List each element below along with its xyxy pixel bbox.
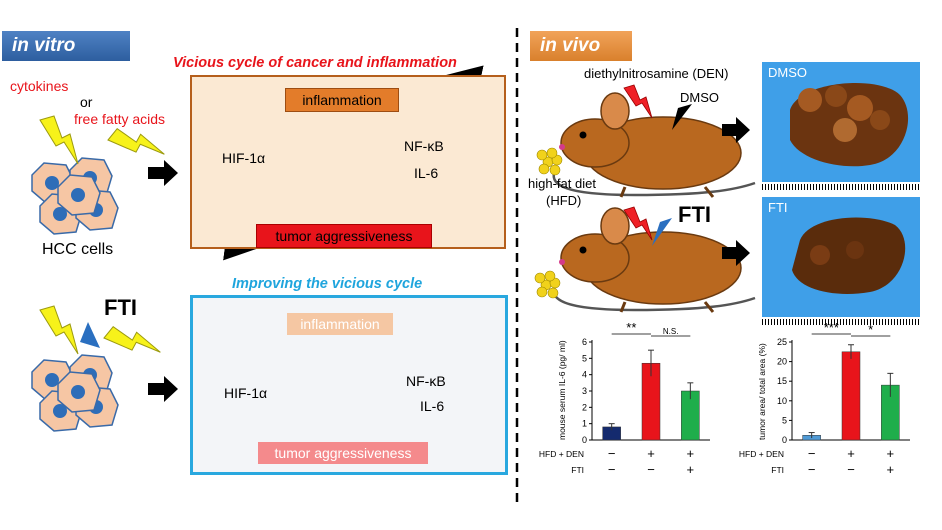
high-fat-diet-icon xyxy=(536,147,563,176)
y-tick-label: 2 xyxy=(582,402,587,412)
photo-dmso-label: DMSO xyxy=(768,65,807,80)
right-arrow-icon xyxy=(148,376,178,402)
condition-mark: + xyxy=(687,462,695,477)
il6-label: IL-6 xyxy=(420,398,445,414)
scale-ruler xyxy=(762,319,920,325)
lightning-bolt-icon xyxy=(39,115,79,165)
nfkb-label: NF-κB xyxy=(406,373,446,389)
condition-mark: − xyxy=(608,462,616,477)
lightning-bolt-icon xyxy=(39,305,79,355)
condition-row-label: FTI xyxy=(771,465,784,475)
tumor-aggressiveness-label: tumor aggressiveness xyxy=(256,224,432,248)
photo-fti-label: FTI xyxy=(768,200,788,215)
significance-label: *** xyxy=(824,320,839,335)
significance-label: N.S. xyxy=(663,327,679,336)
y-tick-label: 3 xyxy=(582,386,587,396)
dmso-label: DMSO xyxy=(680,90,719,105)
significance-label: * xyxy=(868,322,873,337)
liver-photo-dmso xyxy=(762,62,920,182)
condition-mark: − xyxy=(647,462,655,477)
condition-row-label: HFD + DEN xyxy=(539,449,584,459)
inflammation-label-faded: inflammation xyxy=(287,313,393,335)
hcc-cells-top xyxy=(31,157,119,235)
right-arrow-icon xyxy=(148,160,178,186)
hfd-label: high-fat diet xyxy=(528,176,596,191)
y-tick-label: 5 xyxy=(582,353,587,363)
y-axis-label: tumor area/ total area (%) xyxy=(757,343,767,440)
vicious-cycle-title: Vicious cycle of cancer and inflammation xyxy=(173,55,457,71)
tumor-area-bar-chart: tumor area/ total area (%)0510152025****… xyxy=(739,320,910,477)
improving-title: Improving the vicious cycle xyxy=(232,276,423,292)
condition-mark: + xyxy=(887,462,895,477)
y-tick-label: 20 xyxy=(777,357,787,367)
y-tick-label: 25 xyxy=(777,337,787,347)
liver-photo-fti xyxy=(762,197,920,317)
condition-row-label: FTI xyxy=(571,465,584,475)
cytokines-label: cytokines xyxy=(10,78,69,94)
hfd-abbr-label: (HFD) xyxy=(546,193,582,208)
il6-bar-chart: mouse serum IL-6 (pg/ ml) 0 1 2 3 4 5 6 ** N.S. HF… xyxy=(539,320,710,477)
den-label: diethylnitrosamine (DEN) xyxy=(584,66,729,81)
y-tick-label: 10 xyxy=(777,396,787,406)
dmso-syringe-icon xyxy=(672,104,692,130)
hcc-cells-bottom xyxy=(31,354,119,432)
fti-inhibitor-icon xyxy=(80,322,100,348)
hif-label: HIF-1α xyxy=(224,385,268,401)
y-tick-label: 15 xyxy=(777,376,787,386)
right-arrow-icon xyxy=(722,117,750,143)
y-tick-label: 1 xyxy=(582,419,587,429)
scale-ruler xyxy=(762,184,920,190)
tumor-aggressiveness-label-faded: tumor aggressiveness xyxy=(258,442,428,464)
il6-label: IL-6 xyxy=(414,165,439,181)
lightning-bolt-icon xyxy=(101,312,161,375)
y-tick-label: 0 xyxy=(782,435,787,445)
fti-label-vivo: FTI xyxy=(678,202,711,227)
in-vivo-tag: in vivo xyxy=(530,31,632,61)
condition-mark: + xyxy=(887,446,895,461)
condition-mark: − xyxy=(847,462,855,477)
fti-syringe-icon xyxy=(652,218,672,246)
fti-label-vitro: FTI xyxy=(104,295,137,320)
condition-row-label: HFD + DEN xyxy=(739,449,784,459)
nfkb-label: NF-κB xyxy=(404,138,444,154)
hcc-cells-label: HCC cells xyxy=(42,241,114,258)
in-vitro-tag: in vitro xyxy=(2,31,130,61)
y-tick-label: 5 xyxy=(782,415,787,425)
y-axis-label: mouse serum IL-6 (pg/ ml) xyxy=(557,340,567,440)
y-tick-label: 6 xyxy=(582,337,587,347)
condition-mark: + xyxy=(687,446,695,461)
bar xyxy=(841,351,861,441)
y-tick-label: 4 xyxy=(582,370,587,380)
y-tick-label: 0 xyxy=(582,435,587,445)
condition-mark: − xyxy=(808,462,816,477)
right-arrow-icon xyxy=(722,240,750,266)
condition-mark: + xyxy=(847,446,855,461)
condition-mark: − xyxy=(808,446,816,461)
mouse-icon xyxy=(552,206,757,314)
hif-label: HIF-1α xyxy=(222,150,266,166)
condition-mark: + xyxy=(647,446,655,461)
significance-label: ** xyxy=(626,320,636,335)
inflammation-label: inflammation xyxy=(285,88,399,112)
condition-mark: − xyxy=(608,446,616,461)
high-fat-diet-icon xyxy=(534,270,561,299)
free-fatty-acids-label: free fatty acids xyxy=(74,111,166,127)
or-label: or xyxy=(80,94,93,110)
